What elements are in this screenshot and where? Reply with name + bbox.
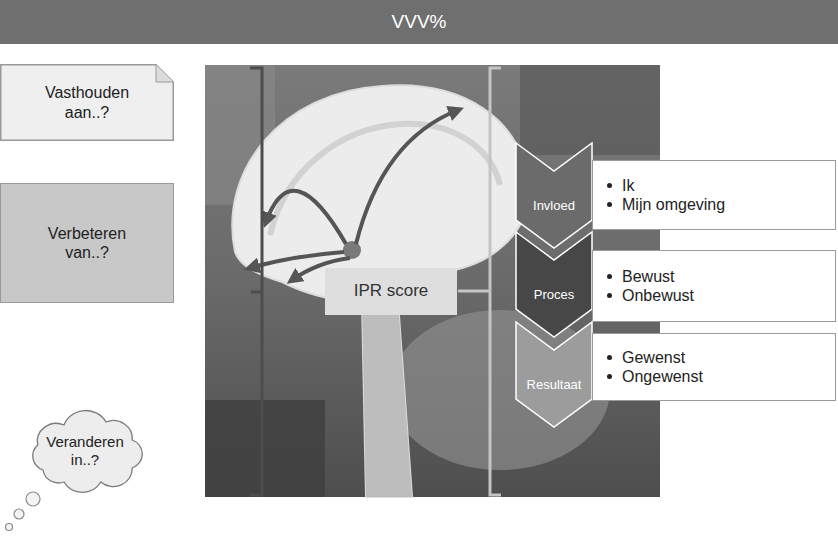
text-area: IPR score (333, 272, 449, 311)
bullet-dot (607, 374, 612, 379)
title-bar: VVV% (0, 0, 838, 44)
chevron-outline (516, 143, 592, 248)
bullet-dot (607, 202, 612, 207)
bullet-item: Gewenst (607, 348, 685, 367)
corpus-callosum (270, 124, 500, 235)
chevron-outline (516, 322, 592, 427)
bullet-item: Ongewenst (607, 367, 703, 386)
leader-line (458, 290, 490, 293)
note-box: Vasthouden aan..? (0, 64, 174, 141)
cloud-outline (33, 411, 143, 493)
step-label: Resultaat (527, 377, 582, 393)
photo-patch (520, 65, 660, 155)
chevron-shape (516, 232, 592, 337)
text-area: Vasthouden aan..? (30, 72, 144, 133)
bullet-dot (607, 355, 612, 360)
bullet-item: Onbewust (607, 286, 694, 305)
text-area: Invloed (519, 173, 589, 238)
bullet-item: Bewust (607, 267, 674, 286)
text-area: Verbeteren van..? (31, 192, 143, 294)
bullet-text: Ik (622, 176, 634, 195)
text-area: Veranderen in..? (38, 424, 132, 478)
text-area: Resultaat (519, 352, 589, 417)
step-label: Invloed (533, 198, 575, 214)
title-text: VVV% (392, 11, 447, 33)
cerebellum (390, 310, 610, 470)
list-box: GewenstOngewenst (592, 333, 836, 401)
right-bracket (490, 68, 501, 495)
brain-stem (362, 302, 412, 497)
bullet-text: Mijn omgeving (622, 195, 725, 214)
question-box: Verbeteren van..? (0, 183, 174, 303)
brain-arrows (250, 110, 458, 280)
bullet-text: Bewust (622, 267, 674, 286)
list-box: BewustOnbewust (592, 250, 836, 322)
text-area: BewustOnbewust (607, 257, 825, 315)
fold-shape (0, 64, 174, 141)
chevron-step: Resultaat (516, 322, 592, 427)
thought-cloud: Veranderen in..? (22, 410, 148, 490)
bullet-dot (607, 183, 612, 188)
score-box: IPR score (325, 268, 457, 315)
list-box: IkMijn omgeving (592, 160, 836, 230)
box-label: IPR score (354, 281, 429, 301)
bullet-item: Mijn omgeving (607, 195, 725, 214)
bullet-text: Onbewust (622, 286, 694, 305)
chevron-step: Proces (516, 232, 592, 337)
left-bracket (250, 68, 262, 495)
bullet-dot (607, 293, 612, 298)
box-label: Vasthouden aan..? (30, 83, 144, 121)
folded-note (1, 65, 174, 141)
text-area: IkMijn omgeving (607, 167, 825, 223)
bullet-dot (607, 274, 612, 279)
bullet-item: Ik (607, 176, 634, 195)
thought-bubbles (6, 492, 41, 531)
folded-corner (156, 65, 173, 82)
box-label: Verbeteren van..? (31, 224, 143, 262)
photo-patch (205, 400, 325, 497)
box-label: Veranderen in..? (38, 433, 132, 469)
brain-outline (232, 85, 528, 497)
chevron-shape (516, 322, 592, 427)
bullet-text: Ongewenst (622, 367, 703, 386)
step-label: Proces (534, 287, 574, 303)
chevron-shape (516, 143, 592, 248)
bullet-text: Gewenst (622, 348, 685, 367)
text-area: GewenstOngewenst (607, 340, 825, 394)
chevron-step: Invloed (516, 143, 592, 248)
chevron-outline (516, 232, 592, 337)
text-area: Proces (519, 262, 589, 327)
